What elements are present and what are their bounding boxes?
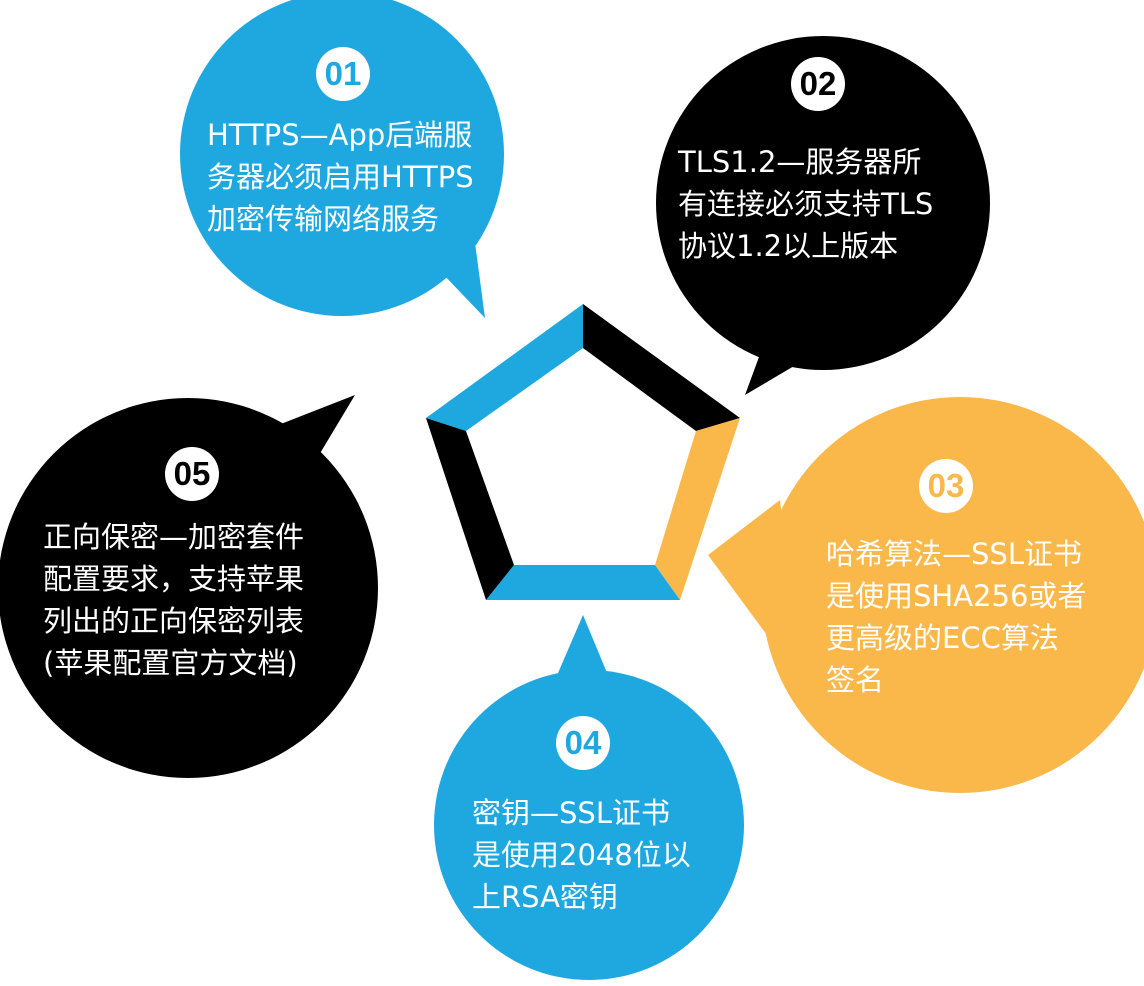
text-line: 配置要求，支持苹果 <box>43 562 305 596</box>
text-line: 务器必须启用HTTPS <box>207 160 474 194</box>
bubble-05-text: 正向保密—加密套件 配置要求，支持苹果 列出的正向保密列表 (苹果配置官方文档) <box>43 516 304 684</box>
bubble-01-text: HTTPS—App后端服 务器必须启用HTTPS 加密传输网络服务 <box>207 114 474 240</box>
bubble-02-text: TLS1.2—服务器所 有连接必须支持TLS 协议1.2以上版本 <box>678 141 933 267</box>
text-line: 有连接必须支持TLS <box>678 187 934 221</box>
pentagon-segment-bottom <box>486 565 680 600</box>
bubble-01 <box>180 0 504 318</box>
text-line: 正向保密—加密套件 <box>43 520 305 554</box>
text-line: 哈希算法—SSL证书 <box>826 537 1082 571</box>
text-line: HTTPS—App后端服 <box>207 118 473 152</box>
text-line: 列出的正向保密列表 <box>43 604 305 638</box>
text-line: 是使用SHA256或者 <box>826 579 1087 613</box>
pentagon-segment-left <box>426 418 514 600</box>
text-line: 是使用2048位以 <box>472 838 691 872</box>
badge-02: 02 <box>791 57 845 111</box>
pentagon-segment-right <box>655 418 740 600</box>
text-line: 上RSA密钥 <box>472 880 618 914</box>
text-line: 密钥—SSL证书 <box>472 796 670 830</box>
bubble-04-text: 密钥—SSL证书 是使用2048位以 上RSA密钥 <box>472 792 691 918</box>
badge-01: 01 <box>316 47 370 101</box>
bubble-03-text: 哈希算法—SSL证书 是使用SHA256或者 更高级的ECC算法 签名 <box>826 533 1086 701</box>
bubble-05 <box>0 395 378 778</box>
text-line: 加密传输网络服务 <box>207 202 440 236</box>
pentagon-segment-top-left <box>426 304 583 431</box>
badge-05: 05 <box>165 447 219 501</box>
text-line: 协议1.2以上版本 <box>678 229 899 263</box>
text-line: (苹果配置官方文档) <box>43 646 298 680</box>
badge-04: 04 <box>556 716 610 770</box>
badge-03: 03 <box>919 459 973 513</box>
bubble-02 <box>656 36 990 395</box>
text-line: 签名 <box>826 663 885 697</box>
bubble-04 <box>434 615 744 980</box>
pentagon-segment-top-right <box>583 304 740 431</box>
text-line: 更高级的ECC算法 <box>826 621 1059 655</box>
bubble-03 <box>708 397 1144 793</box>
text-line: TLS1.2—服务器所 <box>678 145 922 179</box>
